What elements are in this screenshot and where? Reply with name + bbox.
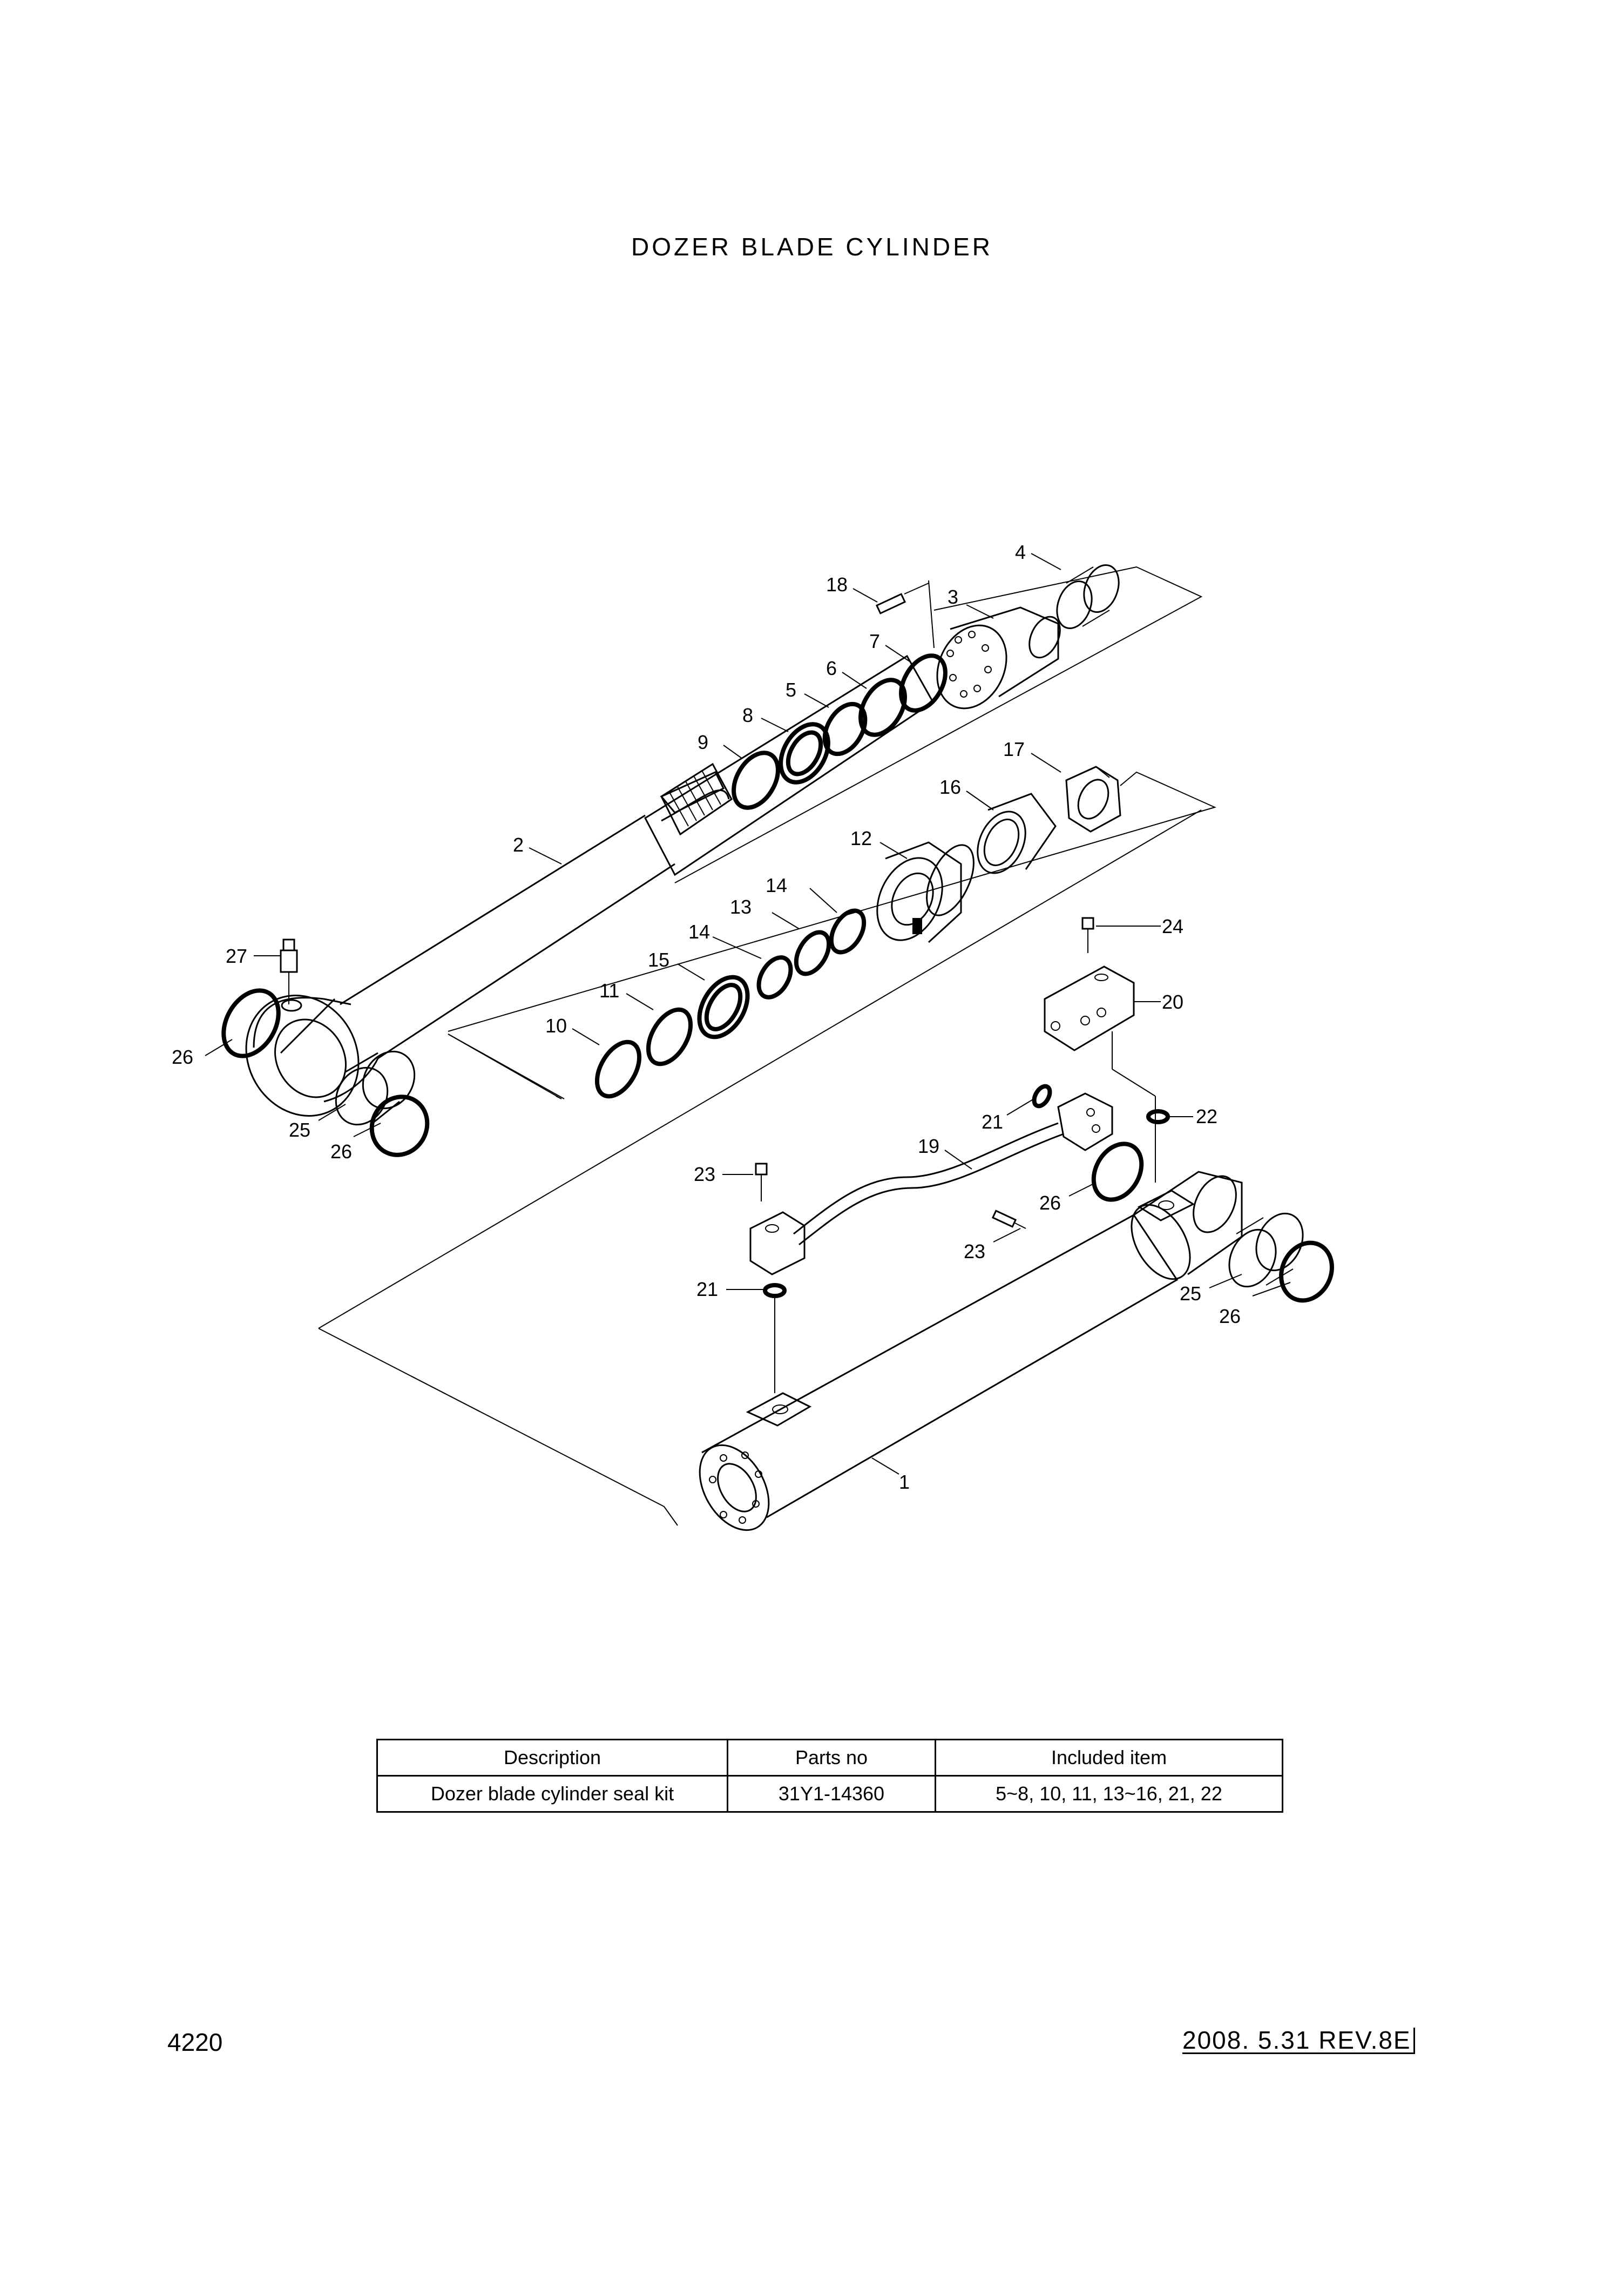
callout-25b: 25	[1180, 1282, 1201, 1305]
ring-8	[779, 722, 830, 785]
callout-26d: 26	[1219, 1305, 1241, 1327]
socket-bolt-23b	[991, 1210, 1026, 1229]
callout-25a: 25	[289, 1119, 310, 1141]
spacer	[977, 793, 1057, 874]
piston-nut	[1065, 766, 1121, 833]
rod-bushing	[1056, 564, 1120, 630]
ring-6	[858, 678, 907, 737]
piston-rod	[245, 654, 934, 1117]
callout-17: 17	[1003, 738, 1025, 760]
ring-14b	[829, 908, 867, 955]
ring-15-inner	[704, 983, 743, 1031]
rod-cover-bolt	[875, 580, 935, 649]
callout-10: 10	[545, 1015, 567, 1037]
ring-13	[794, 930, 831, 976]
callout-4: 4	[1015, 541, 1026, 563]
bushing-rod-eye	[335, 1050, 416, 1126]
callout-11: 11	[599, 980, 619, 1002]
callout-2: 2	[513, 834, 524, 856]
ring-10	[594, 1039, 642, 1099]
oring-21-lower	[763, 1283, 787, 1298]
bushing-head-end	[1228, 1212, 1304, 1288]
callout-1: 1	[899, 1471, 910, 1493]
dust-wiper-head-end	[1279, 1240, 1334, 1303]
ring-8-inner	[786, 730, 823, 776]
callout-19: 19	[918, 1135, 939, 1157]
callouts: 1 2 3 4 5 6 7 8 9 10 11 12 13 14 14 15 1	[172, 541, 1291, 1493]
dust-wiper-left	[221, 988, 281, 1058]
callout-15: 15	[648, 949, 669, 971]
callout-27: 27	[226, 945, 247, 967]
page-title: DOZER BLADE CYLINDER	[631, 233, 993, 261]
valve-block	[1044, 965, 1156, 1183]
callout-26a: 26	[172, 1046, 193, 1068]
piston	[876, 841, 975, 943]
rod-cover	[936, 606, 1061, 710]
callout-22: 22	[1196, 1105, 1217, 1127]
callout-23b: 23	[964, 1240, 985, 1262]
socket-bolt-24	[1081, 917, 1094, 953]
oring-21-upper	[1032, 1084, 1052, 1109]
ring-14a	[756, 955, 793, 1000]
table-header-row: Description Parts no Included item	[376, 1739, 1283, 1777]
dust-wiper-right	[369, 1095, 430, 1157]
cell-description: Dozer blade cylinder seal kit	[376, 1775, 728, 1813]
column-header-included-item: Included item	[935, 1739, 1283, 1777]
callout-8: 8	[742, 704, 753, 726]
callout-5: 5	[786, 679, 796, 701]
ring-9	[732, 751, 780, 810]
ring-11	[646, 1007, 693, 1066]
callout-21b: 21	[696, 1278, 718, 1300]
ring-15	[697, 975, 750, 1039]
page-number: 4220	[167, 2028, 223, 2056]
callout-12: 12	[850, 827, 872, 849]
callout-13: 13	[730, 896, 752, 918]
cylinder-tube	[699, 1171, 1243, 1531]
ring-5	[822, 701, 868, 757]
callout-14b: 14	[766, 874, 787, 896]
callout-14a: 14	[688, 921, 710, 943]
callout-24: 24	[1162, 915, 1183, 937]
callout-26c: 26	[1039, 1192, 1061, 1214]
revision-stamp: 2008. 5.31 REV.8E	[1182, 2028, 1415, 2054]
callout-6: 6	[826, 657, 837, 679]
table-row: Dozer blade cylinder seal kit 31Y1-14360…	[376, 1775, 1283, 1813]
callout-9: 9	[698, 731, 708, 753]
column-header-parts-no: Parts no	[727, 1739, 936, 1777]
cell-parts-no: 31Y1-14360	[727, 1775, 936, 1813]
dust-wiper-tube	[1091, 1142, 1144, 1202]
callout-16: 16	[939, 776, 961, 798]
oring-22	[1146, 1109, 1170, 1124]
column-header-description: Description	[376, 1739, 728, 1777]
seal-kit-table: Description Parts no Included item Dozer…	[376, 1739, 1283, 1813]
grease-nipple	[280, 938, 302, 1012]
rod-assembly-group	[221, 564, 1203, 1157]
callout-3: 3	[948, 586, 958, 608]
callout-18: 18	[826, 573, 848, 596]
ring-7	[899, 653, 948, 713]
tube-assembly-group	[318, 809, 1334, 1531]
pipe-assembly	[749, 1092, 1113, 1275]
cell-included-item: 5~8, 10, 11, 13~16, 21, 22	[935, 1775, 1283, 1813]
callout-20: 20	[1162, 991, 1183, 1013]
piston-assembly-group	[448, 766, 1216, 1099]
callout-26b: 26	[330, 1140, 352, 1163]
callout-7: 7	[869, 630, 880, 652]
callout-23a: 23	[694, 1163, 715, 1185]
socket-bolt-23a	[755, 1163, 768, 1201]
callout-21a: 21	[982, 1111, 1003, 1133]
